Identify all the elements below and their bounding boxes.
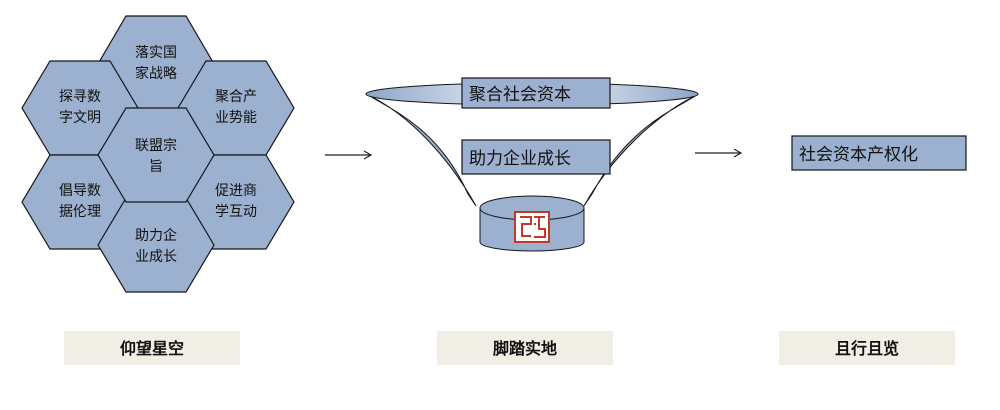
bottom-label-1: 仰望星空 xyxy=(64,331,240,365)
hex-text-line: 据伦理 xyxy=(59,204,101,220)
arrow-right-icon xyxy=(695,148,743,158)
bottom-label-text: 仰望星空 xyxy=(120,339,184,358)
hex-text-line: 联盟宗 xyxy=(135,138,177,154)
hex-text-line: 倡导数 xyxy=(59,183,101,199)
hex-text-line: 家战略 xyxy=(135,65,177,82)
hex-cell-bottom: 助力企 业成长 xyxy=(97,197,215,293)
hex-text-line: 聚合产 xyxy=(215,89,257,105)
hex-text-line: 探寻数 xyxy=(59,89,101,105)
hex-cell-upper-right: 聚合产 业势能 xyxy=(177,60,295,156)
result-box-text: 社会资本产权化 xyxy=(799,145,918,165)
funnel-right-wing xyxy=(583,94,698,207)
seal-logo-icon xyxy=(514,211,550,243)
hex-cell-lower-right: 促进商 学互动 xyxy=(177,154,295,250)
hex-text-line: 促进商 xyxy=(215,183,257,199)
middle-funnel-box: 助力企业成长 xyxy=(461,139,611,175)
hex-text-line: 学互动 xyxy=(215,204,257,220)
result-box: 社会资本产权化 xyxy=(791,135,967,171)
top-funnel-box-text: 聚合社会资本 xyxy=(469,85,571,105)
hex-text-line: 旨 xyxy=(149,159,163,175)
hex-text-line: 业成长 xyxy=(135,249,177,265)
bottom-label-3: 且行且览 xyxy=(779,331,955,365)
hex-cell-upper-left: 探寻数 字文明 xyxy=(21,60,139,156)
hex-cell-center: 联盟宗 旨 xyxy=(97,107,215,203)
honeycomb-cluster: 落实国 家战略 探寻数 字文明 聚合产 业势能 倡导数 据伦理 促进商 学互动 … xyxy=(21,15,295,293)
bottom-label-2: 脚踏实地 xyxy=(437,331,613,365)
hex-text-line: 字文明 xyxy=(59,110,101,126)
middle-funnel-box-text: 助力企业成长 xyxy=(469,149,571,169)
bottom-label-text: 脚踏实地 xyxy=(493,339,557,358)
top-funnel-box: 聚合社会资本 xyxy=(461,77,611,109)
funnel-left-wing xyxy=(367,94,477,207)
hex-text-line: 落实国 xyxy=(135,45,177,61)
bottom-label-text: 且行且览 xyxy=(835,339,899,358)
hex-text-line: 业势能 xyxy=(215,110,257,126)
hex-text-line: 助力企 xyxy=(135,227,177,244)
arrow-right-icon xyxy=(325,150,373,160)
